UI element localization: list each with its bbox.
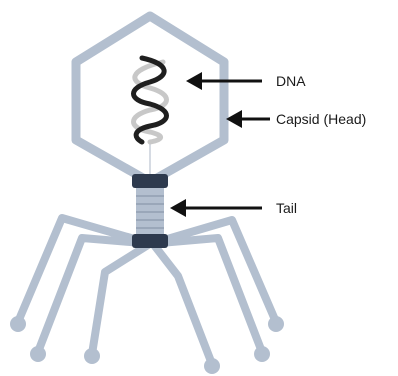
dna-label: DNA [276, 73, 306, 89]
tail-baseplate [132, 234, 168, 248]
tail-collar-top [132, 174, 168, 188]
tail-arrow-head [170, 199, 186, 217]
tail-sheath [132, 174, 168, 248]
foot [30, 346, 46, 362]
foot [84, 348, 100, 364]
tail-label: Tail [276, 200, 297, 216]
tail-fiber-center-left [92, 245, 148, 354]
capsid-label: Capsid (Head) [276, 111, 366, 127]
tail-fiber-left-outer [18, 218, 138, 322]
foot [204, 358, 220, 374]
foot [268, 316, 284, 332]
tail-fiber-center-right [154, 245, 212, 364]
foot [254, 346, 270, 362]
foot [10, 316, 26, 332]
